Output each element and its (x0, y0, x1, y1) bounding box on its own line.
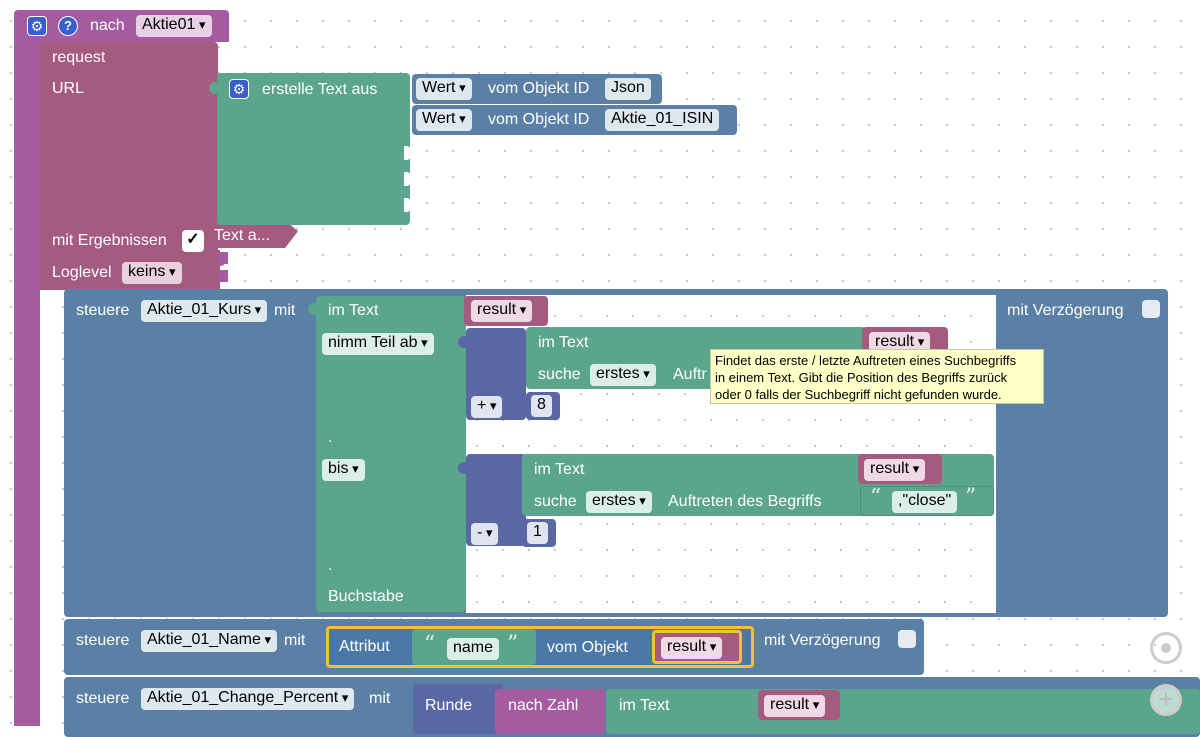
im-text-label: im Text (534, 461, 585, 478)
steuere-label: steuere (76, 690, 130, 707)
substring-notch (308, 303, 316, 315)
number-field[interactable]: 8 (531, 395, 552, 417)
auftreten-label: Auftreten des Begriffs (668, 493, 822, 510)
text-create-slot-1 (404, 146, 412, 160)
attribute-name-field[interactable]: name (447, 638, 500, 660)
result-variable-dropdown[interactable]: result (764, 695, 826, 717)
recenter-icon-dot (1161, 643, 1171, 653)
quote-close-icon: ” (507, 632, 519, 657)
text-stub-label: Text a... (214, 227, 271, 244)
math-operator-dropdown[interactable]: + (471, 396, 503, 418)
text-create-slot-3 (404, 198, 412, 212)
mit-label: mit (284, 632, 306, 649)
recenter-icon[interactable] (1150, 632, 1182, 664)
vom-objekt-label: vom Objekt (547, 639, 628, 656)
value-property-dropdown[interactable]: Wert (416, 78, 472, 100)
text-create-notch (209, 82, 219, 94)
bis-dropdown[interactable]: bis (322, 459, 365, 481)
dot-separator: . (328, 557, 333, 574)
delay-label: mit Verzögerung (1007, 302, 1124, 319)
connector-stub (218, 252, 228, 264)
runde-label: Runde (425, 697, 473, 714)
zoom-in-icon[interactable]: + (1150, 684, 1182, 716)
steuere-label: steuere (76, 632, 130, 649)
gear-icon[interactable]: ⚙ (27, 16, 47, 36)
math-notch (458, 462, 466, 474)
trigger-dropdown[interactable]: Aktie01 (136, 15, 212, 37)
dot-separator: . (328, 429, 333, 446)
suche-label: suche (534, 493, 577, 510)
im-text-label: im Text (328, 302, 379, 319)
quote-open-icon: “ (870, 485, 882, 510)
object-id-field-isin[interactable]: Aktie_01_ISIN (605, 109, 720, 131)
tooltip: Findet das erste / letzte Auftreten eine… (710, 349, 1044, 404)
quote-close-icon: ” (965, 485, 977, 510)
state-target-dropdown[interactable]: Aktie_01_Change_Percent (141, 688, 355, 710)
tooltip-line: Findet das erste / letzte Auftreten eine… (715, 353, 1017, 368)
delay-checkbox[interactable] (1142, 300, 1160, 318)
suche-label: suche (538, 366, 581, 383)
substring-block-3[interactable] (606, 689, 1200, 734)
steuere-label: steuere (76, 302, 130, 319)
attribut-label: Attribut (339, 638, 390, 655)
im-text-label: im Text (619, 697, 670, 714)
vom-objekt-id-label: vom Objekt ID (488, 111, 590, 128)
value-property-dropdown[interactable]: Wert (416, 109, 472, 131)
result-variable-dropdown[interactable]: result (471, 300, 533, 322)
first-occurrence-dropdown[interactable]: erstes (586, 491, 652, 513)
url-label: URL (52, 80, 85, 97)
mit-ergebnissen-checkbox[interactable]: ✓ (182, 230, 204, 252)
text-create-label: erstelle Text aus (262, 81, 378, 98)
help-icon[interactable]: ? (58, 16, 78, 36)
tooltip-line: in einem Text. Gibt die Position des Beg… (715, 370, 1008, 385)
vom-objekt-id-label: vom Objekt ID (488, 80, 590, 97)
im-text-label: im Text (538, 334, 589, 351)
buchstabe-label: Buchstabe (328, 588, 404, 605)
delay-label: mit Verzögerung (764, 632, 881, 649)
text-create-block[interactable] (217, 73, 410, 225)
event-nach-label: nach (90, 17, 125, 34)
first-occurrence-dropdown[interactable]: erstes (590, 364, 656, 386)
substring-top-bar (316, 296, 466, 326)
request-title: request (52, 49, 106, 66)
mit-label: mit (274, 302, 296, 319)
tooltip-line: oder 0 falls der Suchbegriff nicht gefun… (715, 387, 1002, 402)
connector-stub (218, 270, 228, 282)
string-literal-field[interactable]: ,"close" (892, 491, 958, 513)
text-create-slot-2 (404, 172, 412, 186)
result-variable-dropdown[interactable]: result (869, 332, 931, 354)
loglevel-dropdown[interactable]: keins (122, 262, 182, 284)
delay-checkbox[interactable] (898, 630, 916, 648)
math-operator-dropdown[interactable]: - (471, 523, 499, 545)
state-target-dropdown[interactable]: Aktie_01_Kurs (141, 300, 268, 322)
nach-zahl-label: nach Zahl (508, 697, 579, 714)
loglevel-label: Loglevel (52, 264, 112, 281)
take-part-dropdown[interactable]: nimm Teil ab (322, 333, 434, 355)
result-variable-dropdown[interactable]: result (661, 637, 723, 659)
event-block-stem (14, 38, 40, 726)
number-field[interactable]: 1 (527, 522, 548, 544)
result-variable-dropdown[interactable]: result (864, 459, 926, 481)
object-id-field-json[interactable]: Json (605, 78, 651, 100)
quote-open-icon: “ (424, 632, 436, 657)
mit-ergebnissen-label: mit Ergebnissen (52, 232, 167, 249)
gear-icon[interactable]: ⚙ (229, 79, 249, 99)
text-stub-block[interactable] (212, 224, 298, 248)
auftr-label: Auftr (673, 366, 707, 383)
mit-label: mit (369, 690, 391, 707)
state-target-dropdown[interactable]: Aktie_01_Name (141, 630, 277, 652)
math-notch (458, 336, 466, 348)
